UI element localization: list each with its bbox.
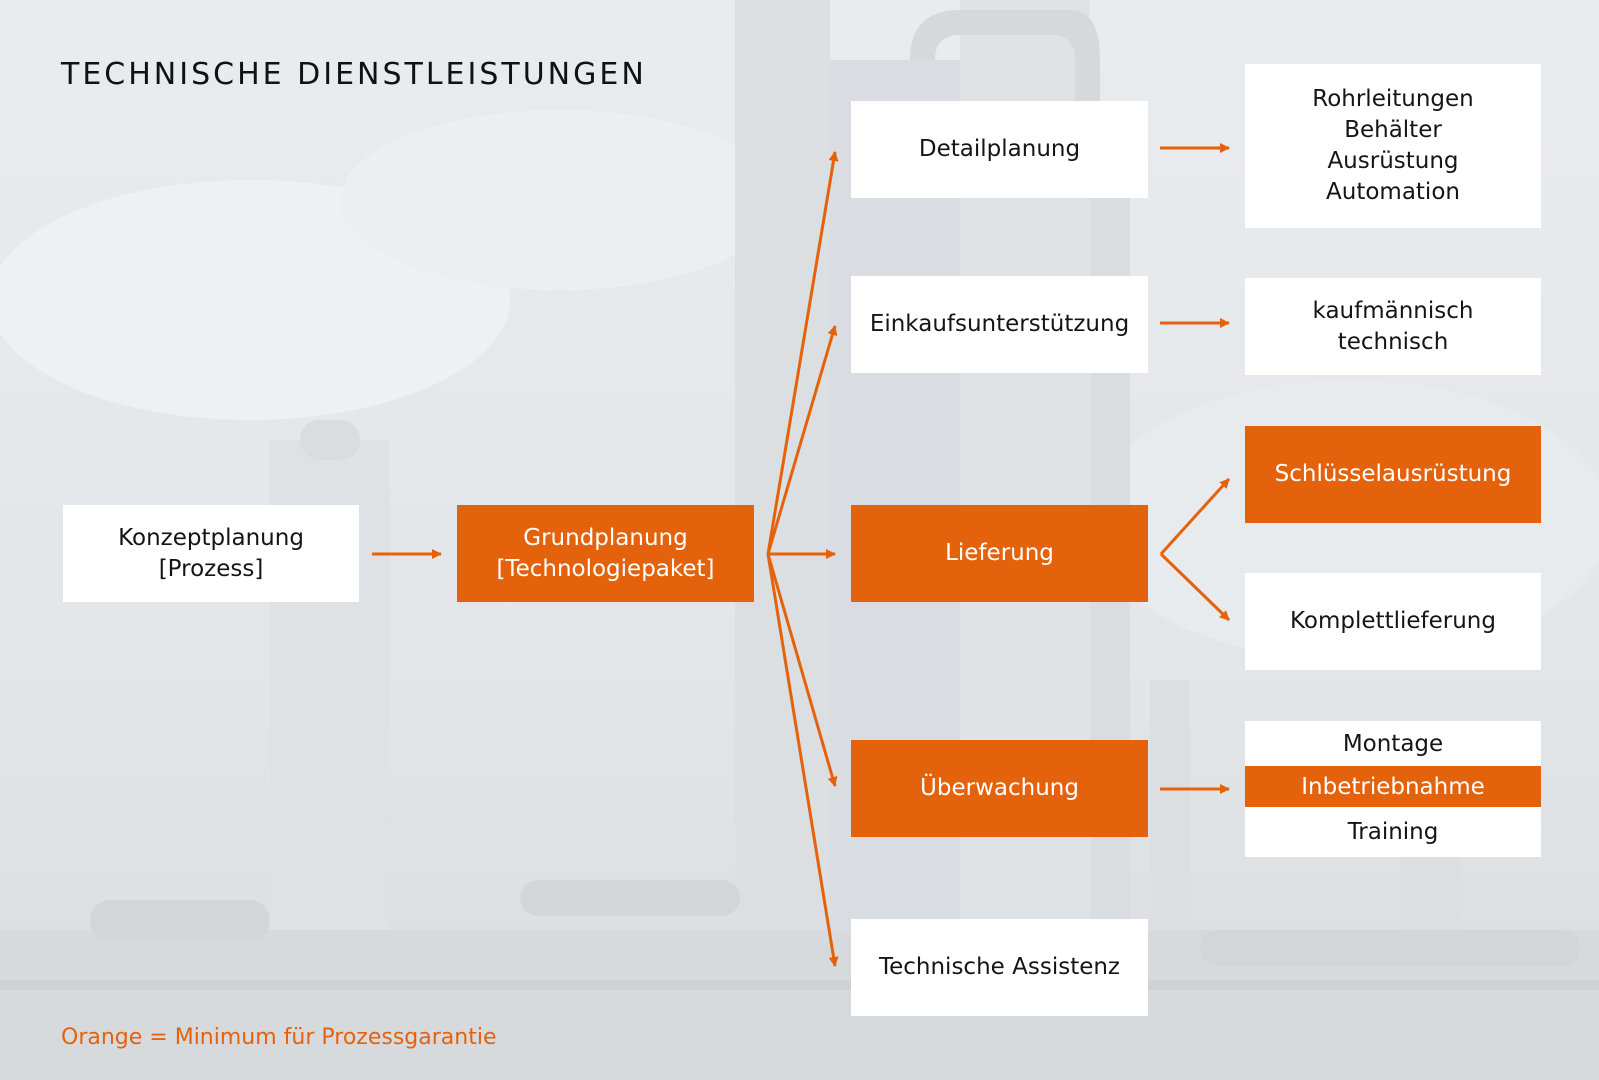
legend-note: Orange = Minimum für Prozessgarantie bbox=[61, 1025, 497, 1050]
node-label: Detailplanung bbox=[918, 136, 1081, 162]
node-label: technisch bbox=[1337, 328, 1449, 355]
node-label: kaufmännisch bbox=[1312, 297, 1474, 324]
node-label: [Prozess] bbox=[158, 555, 264, 582]
node-detailplanung: Detailplanung bbox=[851, 101, 1148, 198]
node-detail-items: Rohrleitungen Behälter Ausrüstung Automa… bbox=[1245, 64, 1541, 228]
item-inbetriebnahme: Inbetriebnahme bbox=[1245, 766, 1541, 807]
node-grundplanung: Grundplanung [Technologiepaket] bbox=[457, 505, 754, 602]
node-label: Technische Assistenz bbox=[878, 954, 1121, 980]
node-label: Einkaufsunterstützung bbox=[869, 311, 1130, 337]
node-label: Konzeptplanung bbox=[118, 524, 304, 551]
node-label: Behälter bbox=[1344, 117, 1442, 143]
node-ueberwachung-items: Montage Inbetriebnahme Training bbox=[1245, 721, 1541, 857]
node-lieferung: Lieferung bbox=[851, 505, 1148, 602]
node-einkauf-items: kaufmännisch technisch bbox=[1245, 278, 1541, 375]
node-ueberwachung: Überwachung bbox=[851, 740, 1148, 837]
node-label: Komplettlieferung bbox=[1290, 608, 1496, 634]
page-title: TECHNISCHE DIENSTLEISTUNGEN bbox=[61, 57, 647, 92]
node-label: Schlüsselausrüstung bbox=[1274, 461, 1512, 487]
node-einkaufsunterstuetzung: Einkaufsunterstützung bbox=[851, 276, 1148, 373]
node-label: [Technologiepaket] bbox=[496, 555, 715, 582]
node-label: Ausrüstung bbox=[1327, 148, 1459, 174]
node-konzeptplanung: Konzeptplanung [Prozess] bbox=[63, 505, 359, 602]
node-schluesselausruestung: Schlüsselausrüstung bbox=[1245, 426, 1541, 523]
node-label: Rohrleitungen bbox=[1312, 86, 1474, 112]
node-technische-assistenz: Technische Assistenz bbox=[851, 919, 1148, 1016]
node-label: Lieferung bbox=[945, 540, 1054, 566]
node-label: Überwachung bbox=[920, 775, 1079, 801]
node-komplettlieferung: Komplettlieferung bbox=[1245, 573, 1541, 670]
item-training: Training bbox=[1245, 807, 1541, 857]
node-label: Grundplanung bbox=[523, 524, 688, 551]
node-label: Automation bbox=[1326, 179, 1460, 205]
item-montage: Montage bbox=[1245, 721, 1541, 766]
